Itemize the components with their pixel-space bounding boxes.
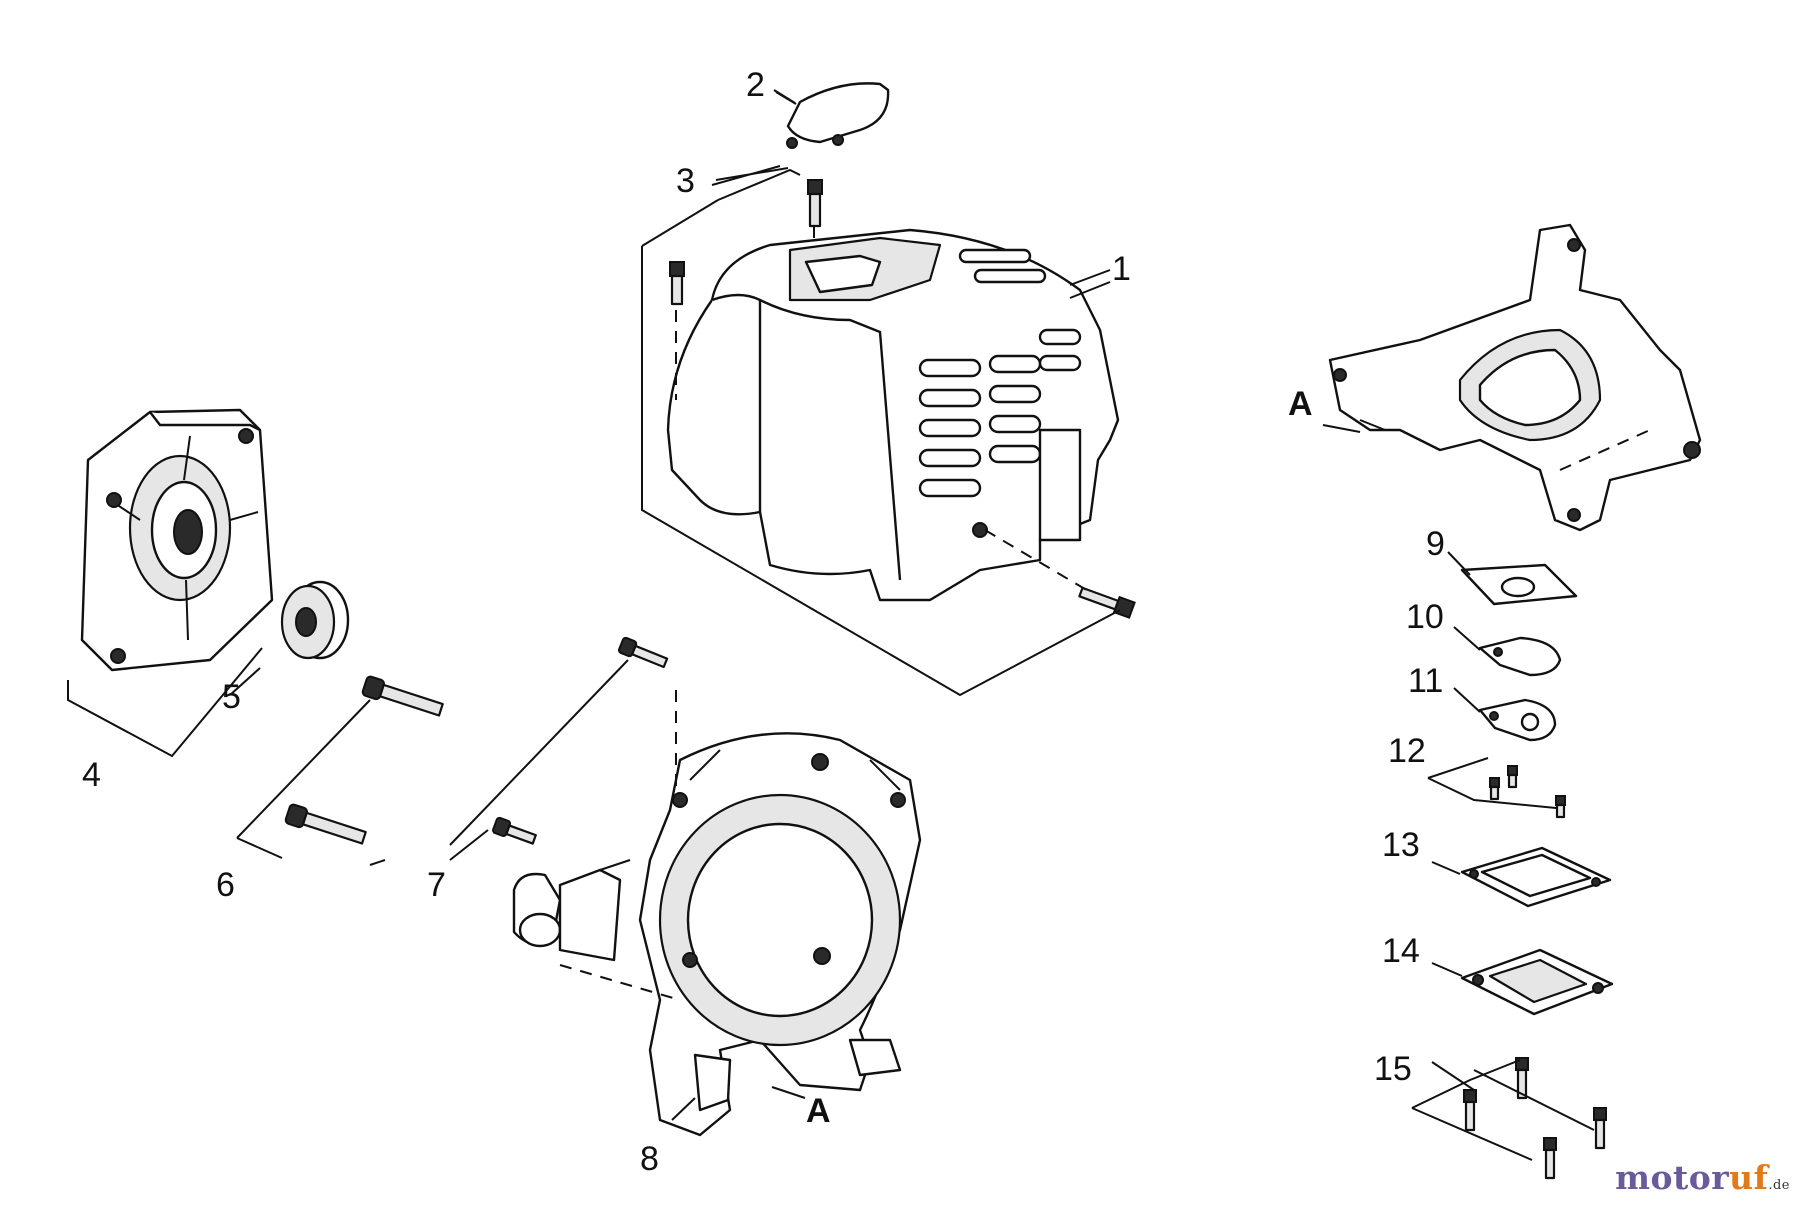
part-screws-15 bbox=[1463, 1057, 1607, 1180]
callout-15: 15 bbox=[1374, 1050, 1412, 1088]
callout-8: 8 bbox=[640, 1140, 659, 1178]
callout-9: 9 bbox=[1426, 525, 1445, 563]
part-flange bbox=[80, 408, 274, 672]
ref-mark-crankcase: A bbox=[1288, 385, 1313, 423]
callout-13: 13 bbox=[1382, 826, 1420, 864]
part-reed-plate-14 bbox=[1460, 948, 1614, 1016]
callout-10: 10 bbox=[1406, 598, 1444, 636]
part-insulator bbox=[1460, 563, 1578, 606]
part-gasket-13 bbox=[1460, 846, 1612, 908]
callout-7: 7 bbox=[427, 866, 446, 904]
callout-2: 2 bbox=[746, 66, 765, 104]
part-plate-11 bbox=[1478, 698, 1557, 742]
callout-11: 11 bbox=[1408, 662, 1443, 700]
watermark-tld: .de bbox=[1768, 1178, 1790, 1193]
ref-mark-fan-housing: A bbox=[806, 1092, 831, 1130]
part-stopper bbox=[492, 636, 669, 962]
part-crankcase bbox=[1328, 223, 1702, 532]
part-engine-cover bbox=[666, 228, 1120, 602]
cover-vent-slots bbox=[918, 248, 1082, 498]
callout-4: 4 bbox=[82, 756, 101, 794]
callout-14: 14 bbox=[1382, 932, 1420, 970]
callout-6: 6 bbox=[216, 866, 235, 904]
part-gasket-10 bbox=[1478, 636, 1562, 677]
callout-5: 5 bbox=[222, 678, 241, 716]
part-long-screws bbox=[284, 675, 444, 845]
callout-labels: 1 2 3 4 5 6 7 8 9 10 11 12 13 14 15 A A bbox=[82, 66, 1445, 1178]
part-bearing bbox=[280, 580, 350, 660]
callout-12: 12 bbox=[1388, 732, 1426, 770]
callout-1: 1 bbox=[1112, 250, 1131, 288]
part-cap bbox=[775, 82, 890, 149]
leader-lines bbox=[67, 89, 1595, 1161]
part-cover-screws bbox=[669, 179, 1136, 619]
watermark: motoruf.de bbox=[1615, 1158, 1790, 1197]
callout-3: 3 bbox=[676, 162, 695, 200]
part-fan-housing bbox=[638, 732, 922, 1137]
part-small-screws-12 bbox=[1489, 765, 1566, 819]
watermark-part1: motor bbox=[1615, 1158, 1730, 1197]
watermark-part2: uf bbox=[1729, 1158, 1769, 1197]
